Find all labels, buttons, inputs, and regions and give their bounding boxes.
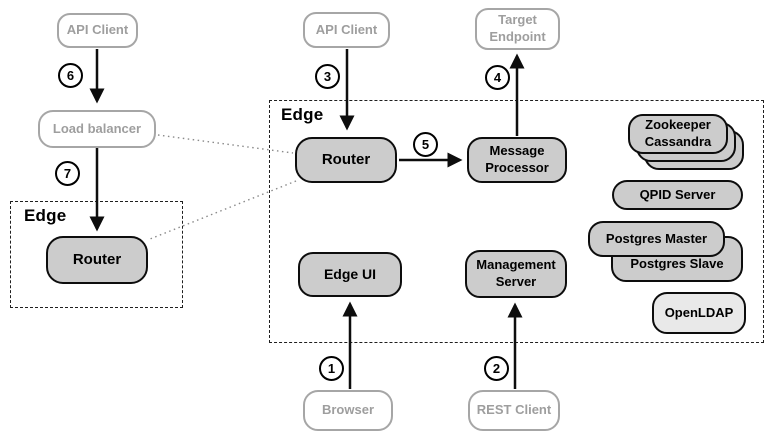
dotted-link-loadbalancer-to-router — [157, 134, 294, 154]
node-qpid-server-label: QPID Server — [639, 186, 716, 202]
step-badge-1-label: 1 — [327, 361, 336, 376]
node-target-endpoint-label-line1: Target — [498, 12, 537, 28]
step-badge-2: 2 — [484, 356, 509, 381]
node-management-server: Management Server — [465, 250, 567, 298]
node-router-main: Router — [295, 137, 397, 183]
node-rest-client: REST Client — [468, 390, 560, 431]
node-message-processor-label-line2: Processor — [485, 160, 549, 175]
edge-region-main-label: Edge — [281, 105, 324, 124]
step-badge-5: 5 — [413, 132, 438, 157]
node-zookeeper-cassandra: Zookeeper Cassandra — [628, 114, 728, 154]
step-badge-6: 6 — [58, 63, 83, 88]
node-api-client-top-label: API Client — [315, 21, 378, 37]
node-message-processor-label-line1: Message — [489, 143, 545, 159]
edge-region-left-label: Edge — [24, 206, 67, 225]
node-api-client-left-label: API Client — [66, 22, 129, 38]
node-load-balancer-label: Load balancer — [52, 120, 142, 136]
node-target-endpoint: Target Endpoint — [475, 8, 560, 50]
node-rest-client-label: REST Client — [476, 402, 552, 418]
node-api-client-left: API Client — [57, 13, 138, 48]
node-router-main-label: Router — [321, 151, 371, 169]
node-api-client-top: API Client — [303, 12, 390, 48]
node-cassandra-label: Cassandra — [644, 134, 712, 149]
node-postgres-slave-label: Postgres Slave — [630, 256, 724, 272]
step-badge-7-label: 7 — [63, 166, 72, 181]
node-browser-label: Browser — [321, 402, 375, 418]
node-postgres-master: Postgres Master — [588, 221, 725, 257]
step-badge-2-label: 2 — [492, 361, 501, 376]
node-management-server-label-line1: Management — [476, 257, 556, 273]
node-router-left: Router — [46, 236, 148, 284]
step-badge-3-label: 3 — [323, 69, 332, 84]
dotted-link-router-to-left-router — [149, 180, 297, 240]
step-badge-6-label: 6 — [66, 68, 75, 83]
node-load-balancer: Load balancer — [38, 110, 156, 148]
node-openldap: OpenLDAP — [652, 292, 746, 334]
step-badge-5-label: 5 — [421, 137, 430, 152]
node-router-left-label: Router — [72, 251, 122, 269]
step-badge-4-label: 4 — [493, 70, 502, 85]
step-badge-3: 3 — [315, 64, 340, 89]
node-edge-ui: Edge UI — [298, 252, 402, 297]
node-target-endpoint-label-line2: Endpoint — [489, 29, 546, 44]
step-badge-7: 7 — [55, 161, 80, 186]
node-message-processor: Message Processor — [467, 137, 567, 183]
step-badge-4: 4 — [485, 65, 510, 90]
node-zookeeper-label: Zookeeper — [645, 117, 711, 133]
node-management-server-label-line2: Server — [495, 274, 537, 289]
node-openldap-label: OpenLDAP — [664, 304, 734, 320]
node-qpid-server: QPID Server — [612, 180, 743, 210]
node-postgres-master-label: Postgres Master — [605, 230, 708, 246]
node-browser: Browser — [303, 390, 393, 431]
node-edge-ui-label: Edge UI — [323, 266, 377, 283]
step-badge-1: 1 — [319, 356, 344, 381]
